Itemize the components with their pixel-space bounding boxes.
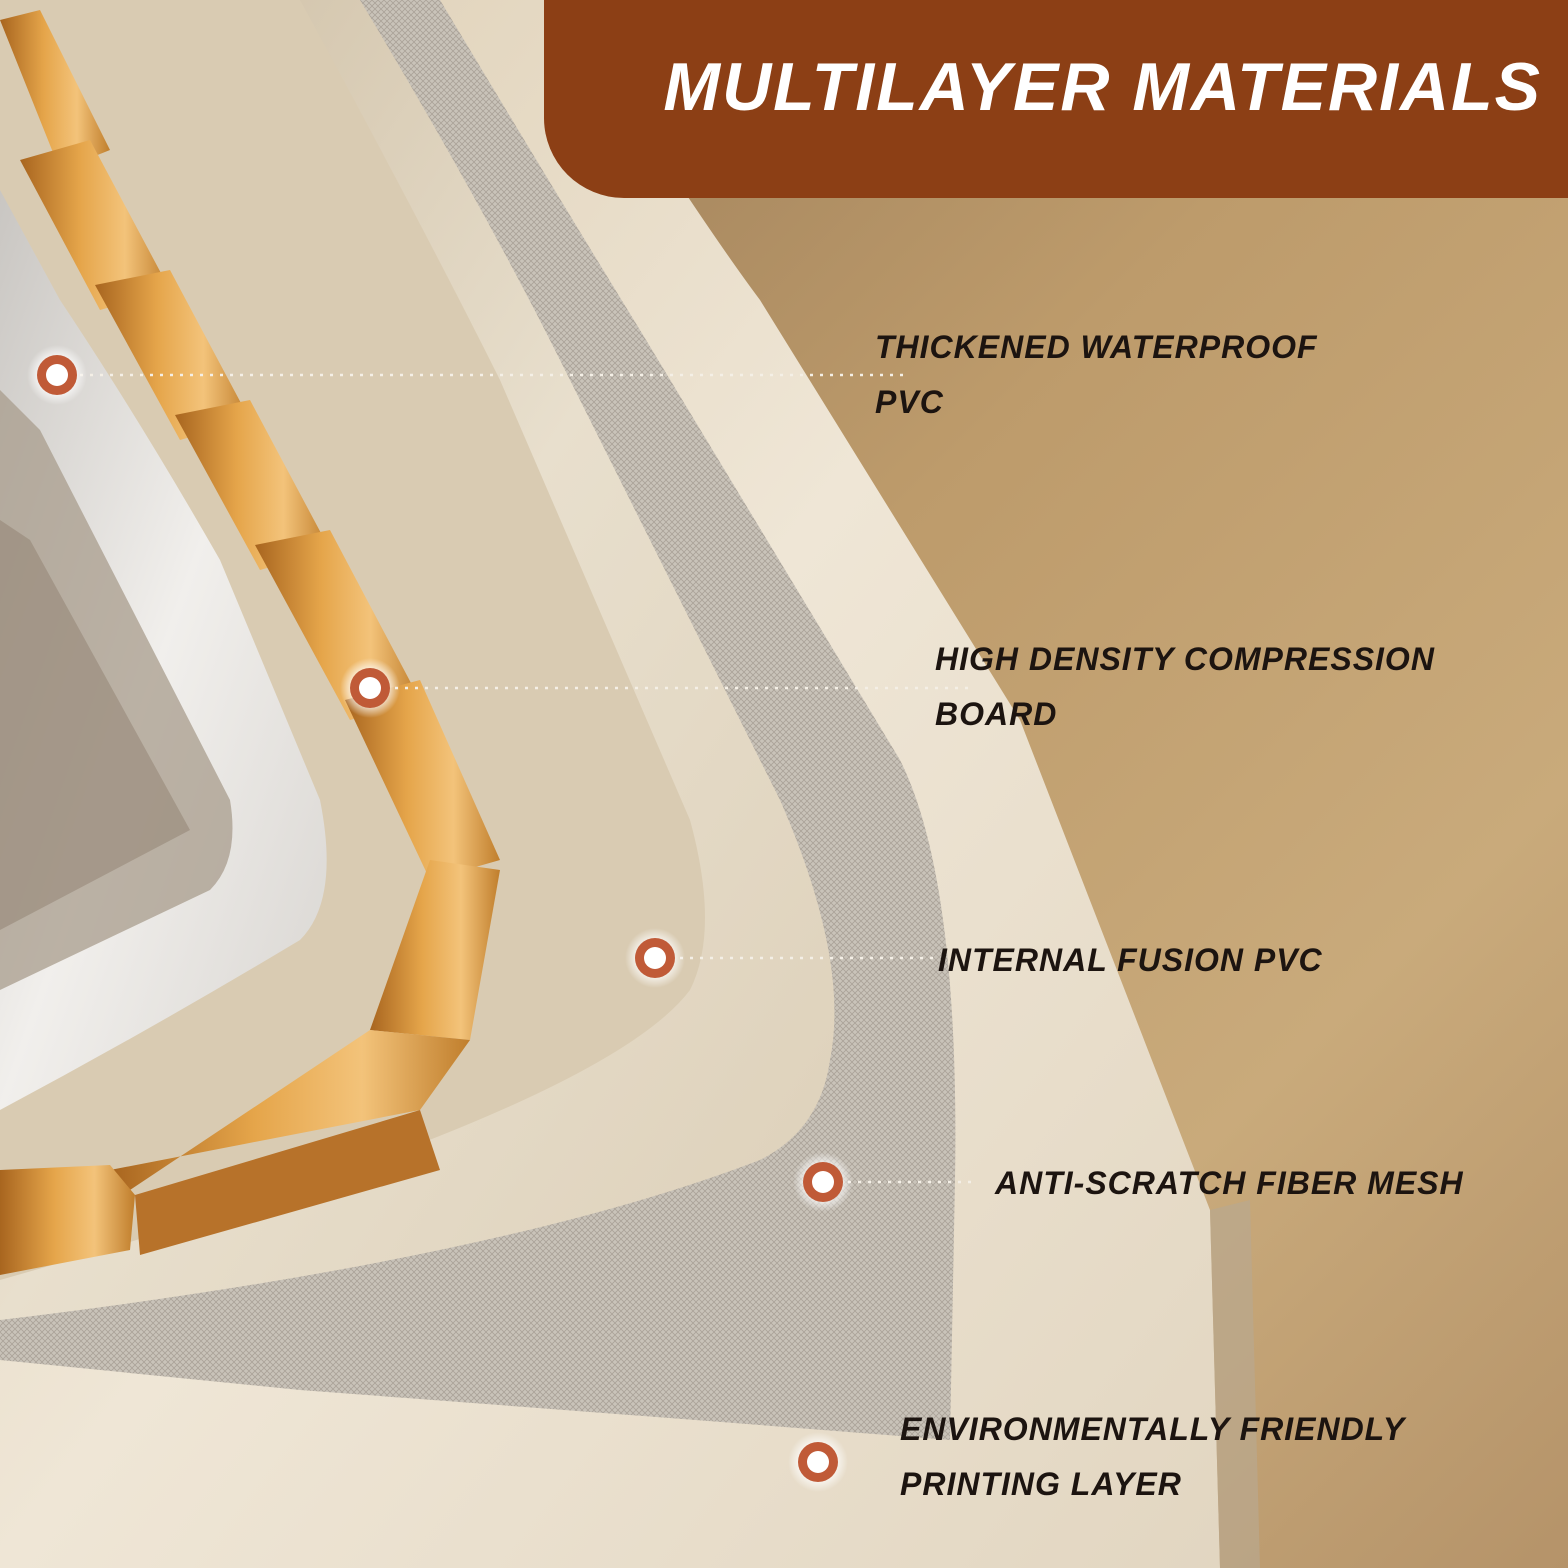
layer-marker-1 <box>27 345 87 405</box>
label-line-1: ANTI-SCRATCH FIBER MESH <box>995 1165 1464 1201</box>
label-line-2: BOARD <box>935 696 1058 732</box>
leader-lines <box>80 373 975 1184</box>
label-anti-scratch-fiber-mesh: ANTI-SCRATCH FIBER MESH <box>995 1156 1464 1211</box>
label-line-1: ENVIRONMENTALLY FRIENDLY <box>900 1411 1406 1447</box>
title-banner: MULTILAYER MATERIALS <box>544 0 1568 198</box>
label-line-2: PRINTING LAYER <box>900 1466 1182 1502</box>
layer-marker-2 <box>340 658 400 718</box>
compression-board-segments <box>0 10 500 1275</box>
layer-marker-3 <box>625 928 685 988</box>
label-environmentally-friendly-printing-layer: ENVIRONMENTALLY FRIENDLY PRINTING LAYER <box>900 1402 1405 1512</box>
label-internal-fusion-pvc: INTERNAL FUSION PVC <box>938 933 1323 988</box>
label-high-density-compression-board: HIGH DENSITY COMPRESSION BOARD <box>935 632 1435 742</box>
label-line-1: HIGH DENSITY COMPRESSION <box>935 641 1435 677</box>
label-line-2: PVC <box>875 384 944 420</box>
label-line-1: INTERNAL FUSION PVC <box>938 942 1323 978</box>
label-thickened-waterproof-pvc: THICKENED WATERPROOF PVC <box>875 320 1318 430</box>
layer-marker-4 <box>793 1152 853 1212</box>
page-title: MULTILAYER MATERIALS <box>663 49 1542 125</box>
layer-marker-5 <box>788 1432 848 1492</box>
label-line-1: THICKENED WATERPROOF <box>875 329 1318 365</box>
